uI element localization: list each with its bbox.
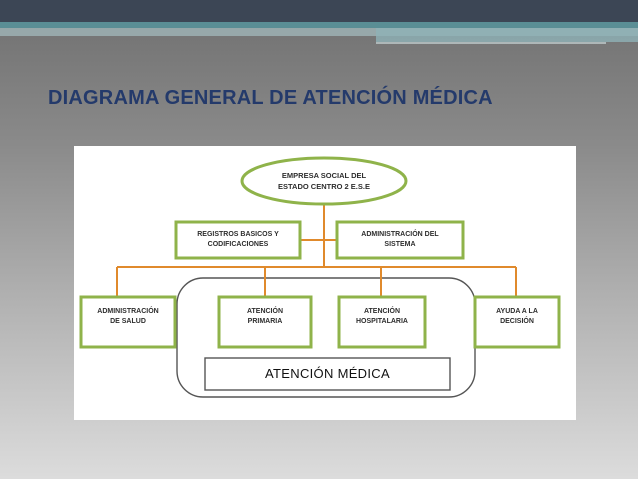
top-decorative-line [376,42,606,44]
root-node-shape [240,156,408,206]
group-label-box [204,357,451,391]
diagram-canvas [79,156,561,398]
support-right-label: ADMINISTRACIÓN DEL SISTEMA [361,230,439,249]
branch-box-2 [217,295,313,349]
branch-label-1: ADMINISTRACIÓN DE SALUD [97,307,159,326]
branch-label-3: ATENCIÓN HOSPITALARIA [356,307,408,326]
connector-lines [116,204,517,297]
top-decorative-bar [0,0,638,22]
slide-title: DIAGRAMA GENERAL DE ATENCIÓN MÉDICA [48,87,493,109]
branch-box-3 [337,295,427,349]
org-diagram: EMPRESA SOCIAL DEL ESTADO CENTRO 2 E.S.E… [74,146,576,420]
support-left-box [174,220,302,260]
support-left-label: REGISTROS BASICOS Y CODIFICACIONES [197,230,279,249]
branch-box-1 [79,295,177,349]
top-decorative-notch [376,28,638,42]
top-decorative-stripe-light [0,28,638,36]
branch-label-4: AYUDA A LA DECISIÓN [496,307,538,326]
branch-box-4 [473,295,561,349]
branch-label-2: ATENCIÓN PRIMARIA [246,307,284,326]
top-decorative-stripe [0,22,638,28]
root-node-label: EMPRESA SOCIAL DEL ESTADO CENTRO 2 E.S.E [278,170,370,191]
group-label: ATENCIÓN MÉDICA [265,366,390,382]
support-right-box [335,220,465,260]
